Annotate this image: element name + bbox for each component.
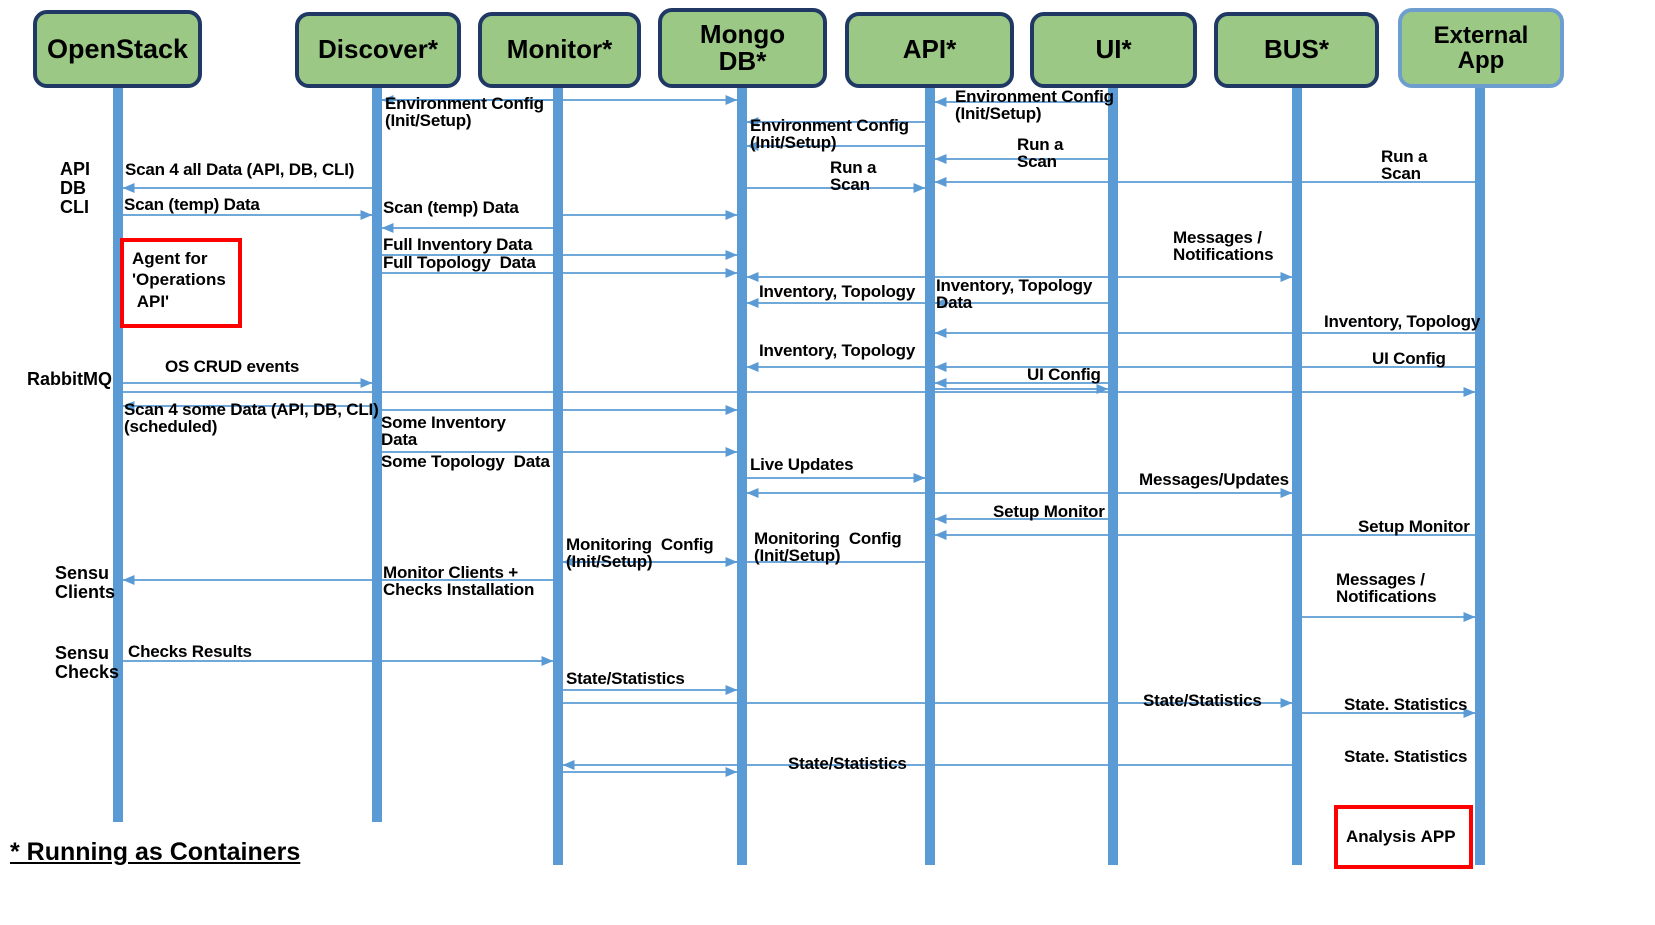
footnote: * Running as Containers	[10, 838, 301, 866]
message-label-m14: Full Topology Data	[383, 253, 536, 272]
message-label-m03: Environment Config(Init/Setup)	[750, 116, 909, 153]
message-label-m01: Environment Config(Init/Setup)	[385, 94, 544, 131]
message-label-m43: State/Statistics	[788, 754, 907, 773]
message-label-m41: State. Statistics	[1344, 695, 1468, 714]
message-label-m17: Inventory, Topology	[759, 282, 916, 301]
message-label-m30: Messages/Updates	[1139, 470, 1289, 489]
message-label-m33: Setup Monitor	[1358, 517, 1470, 536]
message-label-m26: Scan 4 some Data (API, DB, CLI)(schedule…	[124, 400, 379, 437]
message-label-m28: Some Topology Data	[381, 452, 550, 471]
message-label-m40: State/Statistics	[1143, 691, 1262, 710]
message-label-m11: Scan (temp) Data	[383, 198, 519, 217]
message-label-m21: UI Config	[1027, 365, 1101, 384]
message-label-m23: OS CRUD events	[165, 357, 300, 376]
actor-box-discover[interactable]: Discover*	[295, 12, 461, 88]
actor-label-bus: BUS*	[1263, 34, 1329, 65]
message-label-m42: State. Statistics	[1344, 747, 1468, 766]
message-label-m38: Checks Results	[128, 642, 252, 661]
message-label-m22: UI Config	[1372, 349, 1446, 368]
note-analysis-note: Analysis APP	[1334, 805, 1473, 869]
actor-label-openstack: OpenStack	[46, 33, 189, 64]
side-label-rabbitmq: RabbitMQ	[27, 369, 112, 389]
actor-box-api[interactable]: API*	[845, 12, 1014, 88]
message-label-m34: Monitoring Config(Init/Setup)	[754, 529, 902, 566]
lifelines-group	[113, 88, 1485, 865]
message-label-m10: Scan (temp) Data	[124, 195, 260, 214]
message-label-m19: Inventory, Topology	[1324, 312, 1481, 331]
actor-label-api: API*	[902, 34, 957, 65]
message-label-m08: Scan 4 all Data (API, DB, CLI)	[125, 160, 355, 179]
message-label-m29: Live Updates	[750, 455, 854, 474]
message-label-m36: Monitor Clients +Checks Installation	[383, 563, 535, 600]
message-label-m32: Setup Monitor	[993, 502, 1105, 521]
actor-label-ui: UI*	[1095, 34, 1132, 65]
message-label-m39: State/Statistics	[566, 669, 685, 688]
note-agent-note: Agent for'Operations API'	[120, 238, 242, 328]
messages-group	[122, 94, 1476, 778]
message-label-m15: Messages /Notifications	[1173, 228, 1274, 265]
actor-label-discover: Discover*	[318, 34, 438, 65]
actor-label-monitor: Monitor*	[506, 34, 613, 65]
actor-box-ui[interactable]: UI*	[1030, 12, 1197, 88]
actor-box-bus[interactable]: BUS*	[1214, 12, 1379, 88]
message-label-m20: Inventory, Topology	[759, 341, 916, 360]
message-label-m35: Monitoring Config(Init/Setup)	[566, 535, 714, 572]
message-label-m37: Messages /Notifications	[1336, 570, 1437, 607]
actor-box-monitor[interactable]: Monitor*	[478, 12, 641, 88]
message-label-m13: Full Inventory Data	[383, 235, 533, 254]
message-label-m05: Environment Config(Init/Setup)	[955, 87, 1114, 124]
actor-box-openstack[interactable]: OpenStack	[33, 10, 202, 88]
